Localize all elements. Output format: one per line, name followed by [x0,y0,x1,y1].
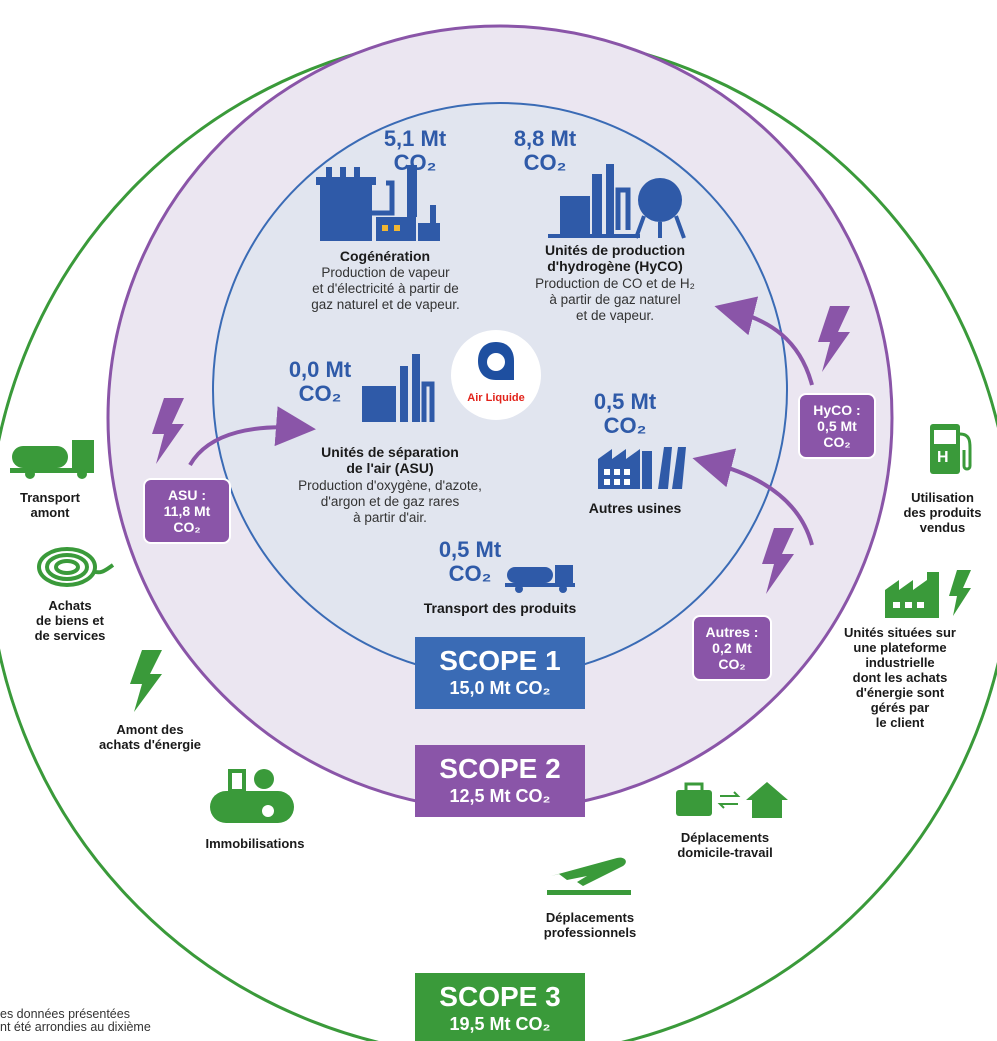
cogeneration-desc: Production de vapeur et d'électricité à … [311,265,460,312]
asu-title: Unités de séparation de l'air (ASU) [321,444,459,476]
hyco-scope2-badge: HyCO : 0,5 Mt CO₂ [798,393,876,459]
tanker-truck-icon [505,565,575,593]
deplacements-domicile-label: Déplacements domicile-travail [677,830,773,860]
air-liquide-logo: Air Liquide [451,330,541,420]
svg-text:H: H [937,449,949,466]
cable-coil-icon [37,547,115,587]
compressor-icon [210,769,294,823]
air-liquide-emblem-icon [478,342,514,380]
transport-amont-label: Transport amont [20,490,80,520]
achats-label: Achats de biens et de services [34,598,106,643]
asu-unit-icon [362,354,435,422]
scope1-box: SCOPE 1 15,0 Mt CO₂ [415,637,585,709]
autres-usines-value: 0,5 Mt CO₂ [593,389,657,438]
hyco-arrow [714,296,814,386]
transport-title: Transport des produits [423,600,577,616]
scope2-box: SCOPE 2 12,5 Mt CO₂ [415,745,585,817]
scope3-value: 19,5 Mt CO₂ [449,1014,551,1034]
hyco-desc: Production de CO et de H₂ à partir de ga… [535,276,695,323]
cogeneration-title: Cogénération [339,248,431,264]
logo-text: Air Liquide [467,392,525,404]
asu-scope2-badge: ASU : 11,8 Mt CO₂ [143,478,231,544]
scope2-title: SCOPE 2 [439,753,561,784]
scope2-value: 12,5 Mt CO₂ [449,786,551,806]
asu-lightning-icon [152,398,184,464]
autres-scope2-badge: Autres : 0,2 Mt CO₂ [692,615,772,681]
autres-usines-title: Autres usines [588,500,682,516]
commute-icon [676,782,788,818]
amont-energie-label: Amont des achats d'énergie [98,722,202,752]
footnote: es données présentées nt été arrondies a… [0,1008,151,1034]
hyco-title: Unités de production d'hydrogène (HyCO) [545,242,685,274]
factory-icon [598,447,686,489]
airplane-icon [547,857,631,895]
transport-value: 0,5 Mt CO₂ [438,537,502,586]
scope1-title: SCOPE 1 [439,645,561,676]
scope3-title: SCOPE 3 [439,981,561,1012]
autres-lightning-icon [762,528,794,594]
platform-factory-icon [885,570,971,618]
utilisation-label: Utilisation des produits vendus [903,490,982,535]
amont-energie-lightning-icon [130,650,162,712]
autres-arrow [692,448,814,546]
transport-amont-truck-icon [10,440,94,479]
hyco-value: 8,8 Mt CO₂ [513,126,577,175]
asu-arrow [188,406,316,467]
immobilisations-label: Immobilisations [205,836,305,851]
hydrogen-unit-icon [548,164,686,239]
asu-value: 0,0 Mt CO₂ [288,357,352,406]
unites-plateforme-label: Unités situées sur une plateforme indust… [844,625,956,730]
asu-desc: Production d'oxygène, d'azote, d'argon e… [298,478,482,525]
hydrogen-pump-icon: H [930,424,972,474]
deplacements-pro-label: Déplacements professionnels [543,910,637,940]
hyco-lightning-icon [818,306,850,372]
scope3-box: SCOPE 3 19,5 Mt CO₂ [415,973,585,1041]
scope1-value: 15,0 Mt CO₂ [449,678,551,698]
cogeneration-plant-icon [316,165,440,241]
